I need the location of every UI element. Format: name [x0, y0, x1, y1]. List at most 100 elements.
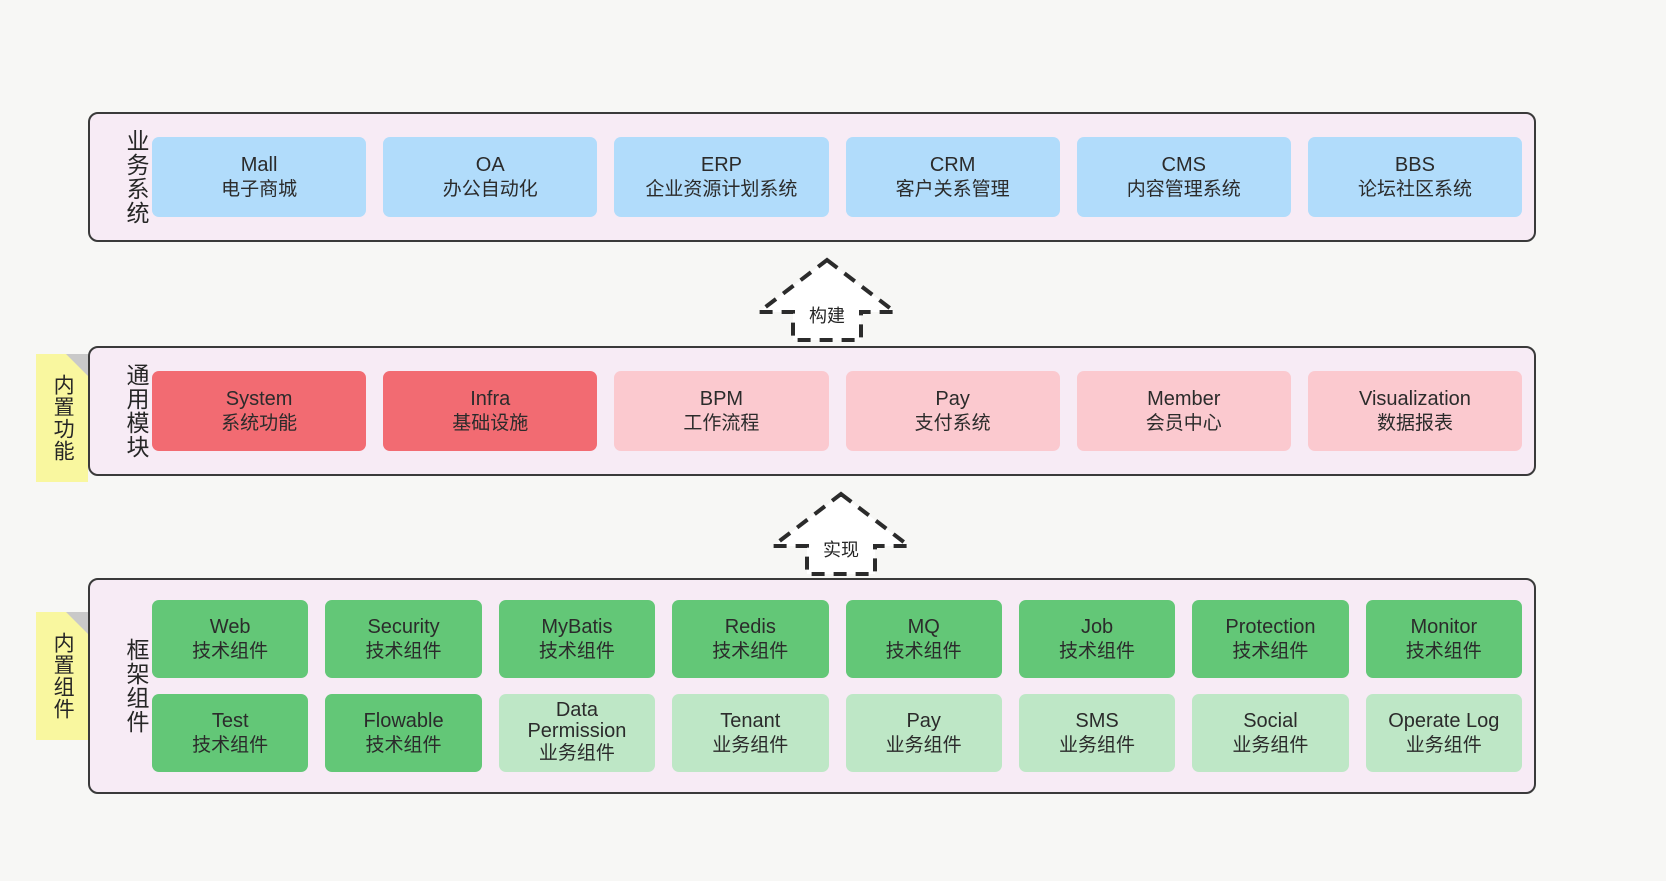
card-en-label: Pay [935, 388, 970, 411]
sticky-note-builtin-components: 内置组件 [36, 612, 88, 740]
card-cn-label: 业务组件 [885, 734, 962, 756]
card-cn-label: 会员中心 [1145, 412, 1222, 434]
card-en-label: Flowable [363, 710, 444, 733]
card-cn-label: 工作流程 [683, 412, 760, 434]
framework-tech-row: Web 技术组件 Security 技术组件 MyBatis 技术组件 Redi… [152, 600, 1522, 678]
card-cn-label: 技术组件 [192, 640, 269, 662]
framework-card-redis[interactable]: Redis 技术组件 [672, 600, 829, 678]
card-cn-label: 系统功能 [221, 412, 298, 434]
card-cn-label: 技术组件 [712, 640, 789, 662]
arrow-build: 构建 [753, 257, 901, 342]
framework-card-job[interactable]: Job 技术组件 [1018, 600, 1176, 678]
card-cn-label: 论坛社区系统 [1357, 178, 1472, 200]
layer-framework-title: 框架组件 [123, 638, 149, 734]
sticky-note-label: 内置组件 [51, 632, 75, 720]
framework-card-mq[interactable]: MQ 技术组件 [845, 600, 1002, 678]
card-cn-label: 技术组件 [1232, 640, 1309, 662]
card-cn-label: 技术组件 [538, 640, 615, 662]
arrow-implement: 实现 [767, 491, 915, 576]
card-en-label: BBS [1394, 154, 1435, 177]
module-card-infra[interactable]: Infra 基础设施 [383, 371, 598, 451]
card-en-label: Security [367, 616, 440, 639]
card-en-label: Redis [724, 616, 776, 639]
card-cn-label: 技术组件 [192, 734, 269, 756]
card-cn-label: 业务组件 [1232, 734, 1309, 756]
business-card-erp[interactable]: ERP 企业资源计划系统 [614, 137, 829, 217]
module-card-bpm[interactable]: BPM 工作流程 [614, 371, 829, 451]
card-cn-label: 数据报表 [1376, 412, 1453, 434]
layer-framework-components: 框架组件 Web 技术组件 Security 技术组件 MyBatis 技术组件… [88, 578, 1536, 794]
card-en-label: Job [1080, 616, 1114, 639]
framework-card-tenant[interactable]: Tenant 业务组件 [672, 694, 829, 772]
card-en-label: CMS [1161, 154, 1206, 177]
card-cn-label: 电子商城 [221, 178, 298, 200]
card-cn-label: 客户关系管理 [895, 178, 1010, 200]
card-cn-label: 业务组件 [1405, 734, 1482, 756]
sticky-note-builtin-features: 内置功能 [36, 354, 88, 482]
card-en-label: OA [475, 154, 505, 177]
card-cn-label: 支付系统 [914, 412, 991, 434]
page-fold-icon [66, 354, 88, 376]
card-en-label: BPM [699, 388, 744, 411]
framework-card-web[interactable]: Web 技术组件 [152, 600, 309, 678]
business-card-oa[interactable]: OA 办公自动化 [383, 137, 598, 217]
card-en-label: Infra [470, 388, 511, 411]
card-en-label: Visualization [1358, 388, 1471, 411]
framework-card-pay[interactable]: Pay 业务组件 [845, 694, 1002, 772]
card-en-label: CRM [929, 154, 976, 177]
framework-card-data-permission[interactable]: Data Permission 业务组件 [498, 694, 656, 772]
card-cn-label: 技术组件 [885, 640, 962, 662]
business-card-bbs[interactable]: BBS 论坛社区系统 [1307, 137, 1523, 217]
framework-card-mybatis[interactable]: MyBatis 技术组件 [498, 600, 656, 678]
card-cn-label: 内容管理系统 [1126, 178, 1241, 200]
framework-card-security[interactable]: Security 技术组件 [325, 600, 482, 678]
framework-card-social[interactable]: Social 业务组件 [1192, 694, 1349, 772]
card-cn-label: 业务组件 [1059, 734, 1136, 756]
card-en-label: SMS [1075, 710, 1119, 733]
layer-modules-body: System 系统功能 Infra 基础设施 BPM 工作流程 Pay 支付系统… [148, 371, 1534, 451]
card-en-label: MQ [907, 616, 940, 639]
card-en-label: Tenant [720, 710, 781, 733]
module-card-member[interactable]: Member 会员中心 [1076, 371, 1291, 451]
arrow-implement-label: 实现 [823, 540, 859, 560]
module-card-pay[interactable]: Pay 支付系统 [845, 371, 1060, 451]
card-en-label: Mall [240, 154, 278, 177]
card-cn-label: 技术组件 [1405, 640, 1482, 662]
card-en-label: Social [1243, 710, 1298, 733]
business-card-cms[interactable]: CMS 内容管理系统 [1076, 137, 1291, 217]
page-fold-icon [66, 612, 88, 634]
card-en-label: ERP [700, 154, 742, 177]
layer-business-body: Mall 电子商城 OA 办公自动化 ERP 企业资源计划系统 CRM 客户关系… [148, 137, 1534, 217]
layer-business-title: 业务系统 [123, 129, 149, 225]
business-card-crm[interactable]: CRM 客户关系管理 [845, 137, 1060, 217]
framework-card-monitor[interactable]: Monitor 技术组件 [1365, 600, 1522, 678]
card-en-label: Operate Log [1388, 710, 1500, 733]
layer-framework-body: Web 技术组件 Security 技术组件 MyBatis 技术组件 Redi… [148, 600, 1534, 772]
layer-business-system: 业务系统 Mall 电子商城 OA 办公自动化 ERP 企业资源计划系统 CRM… [88, 112, 1536, 242]
card-cn-label: 办公自动化 [442, 178, 538, 200]
framework-card-sms[interactable]: SMS 业务组件 [1018, 694, 1176, 772]
module-card-visualization[interactable]: Visualization 数据报表 [1307, 371, 1523, 451]
card-en-label: Data Permission [527, 699, 627, 743]
card-en-label: Pay [906, 710, 941, 733]
card-en-label: Test [211, 710, 249, 733]
card-en-label: Member [1147, 388, 1221, 411]
layer-modules-title: 通用模块 [123, 363, 149, 459]
module-card-system[interactable]: System 系统功能 [152, 371, 367, 451]
framework-card-protection[interactable]: Protection 技术组件 [1192, 600, 1349, 678]
business-card-mall[interactable]: Mall 电子商城 [152, 137, 367, 217]
card-en-label: MyBatis [541, 616, 613, 639]
card-en-label: Web [209, 616, 251, 639]
framework-card-flowable[interactable]: Flowable 技术组件 [325, 694, 482, 772]
card-cn-label: 基础设施 [452, 412, 529, 434]
framework-card-test[interactable]: Test 技术组件 [152, 694, 309, 772]
card-cn-label: 技术组件 [365, 734, 442, 756]
arrow-build-label: 构建 [809, 306, 845, 326]
card-cn-label: 业务组件 [712, 734, 789, 756]
modules-card-row: System 系统功能 Infra 基础设施 BPM 工作流程 Pay 支付系统… [152, 371, 1523, 451]
card-cn-label: 技术组件 [1059, 640, 1136, 662]
framework-card-operate-log[interactable]: Operate Log 业务组件 [1365, 694, 1522, 772]
card-cn-label: 企业资源计划系统 [645, 178, 798, 200]
business-card-row: Mall 电子商城 OA 办公自动化 ERP 企业资源计划系统 CRM 客户关系… [152, 137, 1523, 217]
